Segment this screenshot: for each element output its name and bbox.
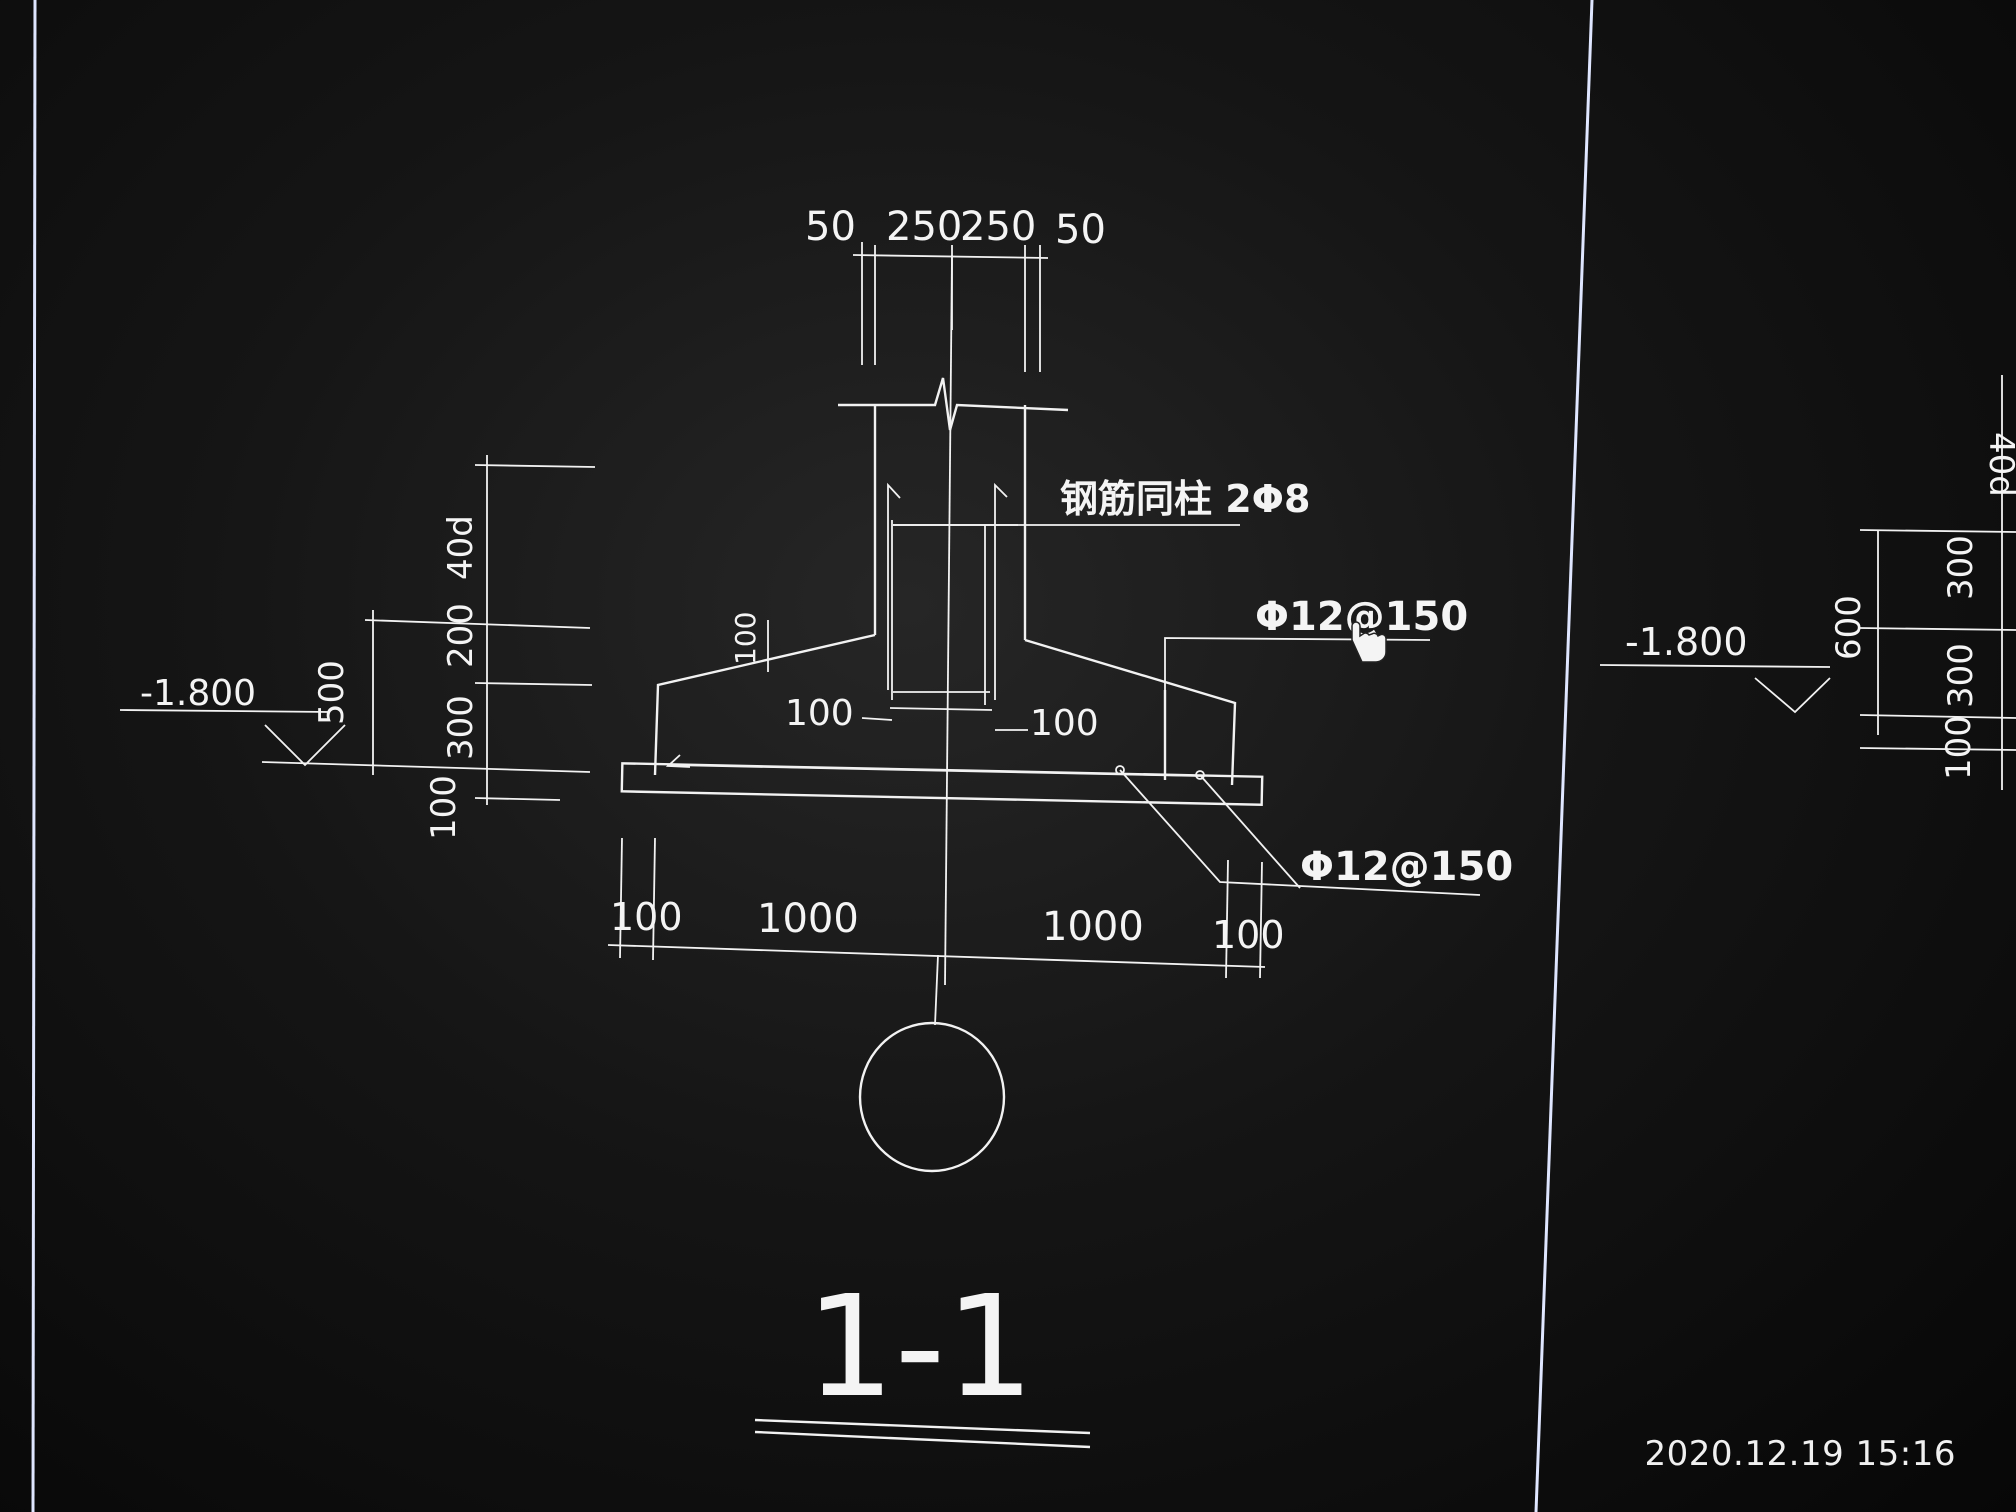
partial-dim-100: 100: [1939, 715, 1979, 780]
rebar-note-label: 钢筋同柱 2Φ8: [1060, 477, 1310, 521]
stirrup-left-label: 100: [785, 693, 854, 734]
bottom-ext-2: [652, 837, 656, 961]
partial-right-view: -1.800 40d 300 300 100 600: [1599, 375, 2016, 790]
partial-dim-300b: 300: [1941, 643, 1981, 708]
partial-dim-300a: 300: [1941, 535, 1981, 600]
section-title-underline-2: [754, 1430, 1091, 1449]
rebar-top-leader: [1164, 637, 1431, 690]
section-title-label: 1-1: [806, 1266, 1035, 1429]
bottom-dimension-chain: 100 1000 1000 100: [607, 837, 1285, 979]
footing-slope-left: [653, 633, 876, 776]
column-centerline: [944, 254, 953, 986]
left-dim-100: 100: [424, 775, 464, 840]
partial-tick-2: [1859, 627, 2016, 631]
footing-corner-hook: [665, 754, 691, 768]
footing: [620, 633, 1264, 806]
rebar-bottom-leader: [1119, 769, 1481, 896]
bottom-dim-line: [607, 944, 1266, 968]
rebar-dot-1: [1115, 765, 1125, 775]
axis-bubble: [858, 954, 1006, 1173]
rebar-bottom-label: Φ12@150: [1300, 844, 1513, 890]
notch-dim-label: 100: [729, 612, 762, 665]
top-dim-label-1: 50: [805, 204, 856, 250]
bottom-dim-label-2: 1000: [757, 896, 859, 942]
ground-level-line: [119, 709, 331, 713]
partial-dim-40d: 40d: [1981, 432, 2016, 497]
top-dim-label-4: 50: [1055, 207, 1106, 253]
left-dim-200: 200: [441, 603, 481, 668]
partial-dim-600: 600: [1829, 595, 1869, 660]
left-dim-500: 500: [312, 660, 352, 725]
left-dimension-chain: -1.800 40d 200 300 100 500 100: [119, 455, 769, 840]
left-dim-300: 300: [441, 695, 481, 760]
left-border-line: [31, 0, 37, 1512]
bottom-ext-3: [1225, 859, 1229, 979]
left-tick-3: [474, 682, 593, 686]
bottom-dim-label-1: 100: [610, 895, 683, 939]
left-dim-40d: 40d: [441, 515, 481, 580]
column-stirrup-bottom-2: [889, 707, 993, 711]
top-dim-line: [852, 254, 1049, 259]
left-tick-1: [474, 464, 596, 468]
hand-cursor-icon: [1351, 621, 1387, 663]
bottom-rebar-line: [669, 764, 1201, 777]
rebar-dot-2: [1195, 770, 1205, 780]
sheet-border-lines: [31, 0, 1594, 1512]
partial-elevation-label: -1.800: [1625, 620, 1748, 664]
elevation-label: -1.800: [140, 673, 256, 714]
rebar-bottom-leader-2: [1199, 774, 1301, 889]
left-stirrup-end-line: [861, 717, 893, 721]
left-tick-5: [474, 797, 561, 801]
partial-tick-4: [1859, 747, 2016, 751]
partial-ground-line: [1599, 664, 1831, 668]
column-hook-left: [887, 482, 901, 690]
top-dim-label-3: 250: [960, 204, 1036, 250]
partial-elevation-triangle: [1754, 677, 1831, 714]
column-break-line: [838, 377, 1069, 431]
column-hook-right: [994, 482, 1008, 700]
partial-tick-1: [1859, 529, 2016, 533]
stirrup-right-label: 100: [1030, 703, 1099, 744]
elevation-triangle: [264, 724, 346, 767]
axis-leader: [934, 954, 939, 1026]
axis-circle: [858, 1021, 1006, 1173]
photo-timestamp: 2020.12.19 15:16: [1644, 1434, 1956, 1474]
section-title-underline-1: [754, 1418, 1091, 1435]
bottom-dim-label-3: 1000: [1042, 904, 1144, 950]
partial-tick-3: [1859, 714, 2016, 719]
bottom-ext-1: [619, 837, 623, 959]
right-border-line: [1534, 0, 1594, 1512]
left-tick-2: [364, 619, 591, 629]
bottom-dim-label-4: 100: [1212, 913, 1285, 957]
footing-slope-right: [1024, 638, 1237, 786]
bottom-ext-4: [1259, 861, 1263, 979]
column: [838, 254, 1069, 986]
top-dimension-chain: 50 250 250 50: [805, 204, 1106, 372]
rebar-top-label: Φ12@150: [1255, 594, 1468, 640]
left-tick-4: [261, 761, 591, 773]
top-dim-label-2: 250: [886, 204, 962, 250]
annotations: 钢筋同柱 2Φ8 100 100 Φ12@150 Φ12@150: [785, 477, 1513, 896]
section-title: 1-1: [754, 1266, 1091, 1449]
